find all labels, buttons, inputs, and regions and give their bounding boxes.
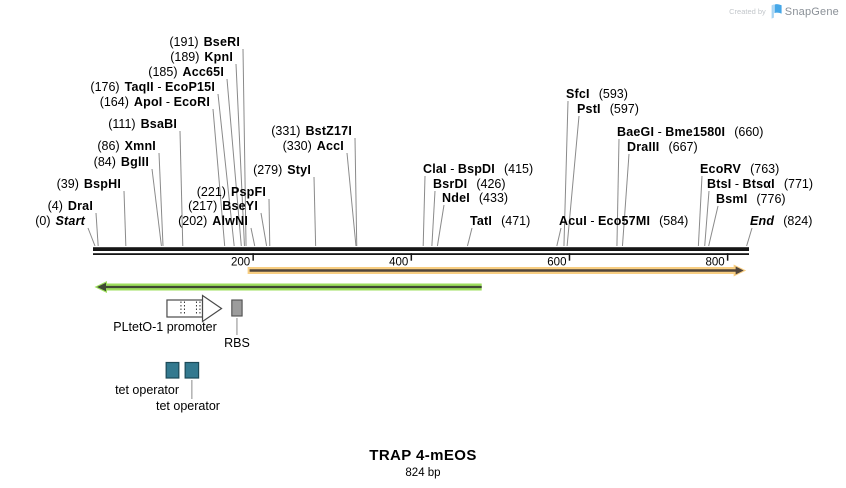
sequence-title: TRAP 4-mEOS (369, 447, 477, 464)
enzyme-site-label-TaqII-EcoP15I[interactable]: (176)TaqII - EcoP15I (90, 80, 215, 94)
site-connector-line (616, 138, 620, 247)
site-connector-line (708, 205, 719, 247)
ruler-tick-label: 400 (389, 257, 408, 269)
enzyme-site-label-BsrDI[interactable]: BsrDI(426) (433, 177, 506, 191)
feature-arrow-green-head (97, 282, 106, 292)
ruler-tick (410, 253, 413, 261)
enzyme-site-label-ClaI-BspDI[interactable]: ClaI - BspDI(415) (423, 162, 534, 176)
tet-operator-2-glyph[interactable] (184, 361, 200, 379)
site-connector-line (87, 227, 96, 247)
site-connector-line (566, 115, 580, 247)
snapgene-credit: Created by SnapGene (729, 4, 839, 19)
ruler-tick (726, 253, 729, 261)
site-connector-line (226, 78, 242, 247)
site-connector-line (704, 190, 710, 247)
site-connector-line (250, 227, 256, 247)
ruler-tick (568, 253, 571, 261)
site-connector-line (563, 100, 569, 247)
enzyme-site-label-DraIII[interactable]: DraIII(667) (627, 140, 698, 154)
site-connector-line (151, 168, 162, 247)
enzyme-site-label-KpnI[interactable]: (189)KpnI (170, 50, 233, 64)
enzyme-site-label-BsmI[interactable]: BsmI(776) (716, 192, 786, 206)
site-connector-line (179, 130, 184, 247)
site-connector-line (313, 176, 317, 247)
enzyme-site-label-Start[interactable]: (0)Start (35, 214, 85, 228)
enzyme-site-label-AccI[interactable]: (330)AccI (282, 139, 344, 153)
enzyme-site-label-BspHI[interactable]: (39)BspHI (56, 177, 121, 191)
site-connector-line (556, 227, 562, 247)
site-connector-line (212, 108, 226, 247)
enzyme-site-label-StyI[interactable]: (279)StyI (253, 163, 311, 177)
snapgene-brand-text: SnapGene (784, 5, 839, 18)
promoter-glyph-head[interactable] (201, 294, 223, 323)
tet-operator-1-label[interactable]: tet operator (115, 383, 179, 397)
rbs-glyph[interactable] (231, 299, 243, 317)
title-block: TRAP 4-mEOS 824 bp (0, 447, 846, 479)
enzyme-site-label-Acc65I[interactable]: (185)Acc65I (148, 65, 224, 79)
enzyme-site-label-BseRI[interactable]: (191)BseRI (169, 35, 240, 49)
snapgene-logo-icon (771, 4, 782, 19)
enzyme-site-label-AlwNI[interactable]: (202)AlwNI (178, 214, 248, 228)
enzyme-site-label-BglII[interactable]: (84)BglII (93, 155, 149, 169)
site-connector-line (697, 175, 703, 247)
rbs-label[interactable]: RBS (224, 336, 250, 350)
ruler-tick-label: 800 (705, 257, 724, 269)
map-ruler-main (93, 247, 749, 251)
enzyme-site-label-PstI[interactable]: PstI(597) (577, 102, 639, 116)
enzyme-site-label-AcuI-Eco57MI[interactable]: AcuI - Eco57MI(584) (559, 214, 689, 228)
enzyme-site-label-EcoRV[interactable]: EcoRV(763) (700, 162, 780, 176)
created-by-text: Created by (729, 7, 766, 16)
tet-operator-1-glyph[interactable] (165, 361, 180, 379)
enzyme-site-label-TatI[interactable]: TatI(471) (470, 214, 531, 228)
site-connector-line (123, 190, 127, 247)
enzyme-site-label-NdeI[interactable]: NdeI(433) (442, 191, 509, 205)
site-connector-line (354, 137, 358, 247)
site-connector-line (158, 152, 164, 247)
site-connector-line (235, 63, 245, 247)
site-connector-line (95, 212, 99, 247)
tet-operator-2-label[interactable]: tet operator (156, 399, 220, 413)
enzyme-site-label-BsaBI[interactable]: (111)BsaBI (108, 117, 177, 131)
sequence-length: 824 bp (405, 467, 441, 479)
enzyme-site-label-BtsI-BtsαI[interactable]: BtsI - BtsαI(771) (707, 177, 814, 191)
site-connector-line (621, 153, 630, 247)
site-connector-line (746, 227, 753, 247)
enzyme-site-label-PspFI[interactable]: (221)PspFI (196, 185, 266, 199)
feature-arrow-orange-head (735, 266, 744, 275)
promoter-label[interactable]: PLtetO-1 promoter (113, 320, 217, 334)
enzyme-site-label-XmnI[interactable]: (86)XmnI (97, 139, 156, 153)
site-connector-line (436, 204, 445, 247)
ruler-tick (252, 253, 254, 261)
site-connector-line (346, 152, 357, 247)
site-connector-line (242, 48, 247, 247)
site-connector-line (431, 190, 436, 247)
ruler-tick-label: 200 (231, 257, 250, 269)
enzyme-site-label-BstZ17I[interactable]: (331)BstZ17I (271, 124, 352, 138)
site-connector-line (268, 198, 271, 247)
map-ruler-secondary (93, 253, 749, 255)
enzyme-site-label-ApoI-EcoRI[interactable]: (164)ApoI - EcoRI (99, 95, 210, 109)
enzyme-site-label-DraI[interactable]: (4)DraI (47, 199, 93, 213)
enzyme-site-label-BseYI[interactable]: (217)BseYI (188, 199, 258, 213)
enzyme-site-label-End[interactable]: End(824) (750, 214, 813, 228)
site-connector-line (466, 227, 473, 247)
site-connector-line (217, 93, 235, 247)
site-connector-line (260, 212, 268, 247)
enzyme-site-label-SfcI[interactable]: SfcI(593) (566, 87, 628, 101)
site-connector-line (422, 175, 426, 247)
ruler-tick-label: 600 (547, 257, 566, 269)
enzyme-site-label-BaeGI-Bme1580I[interactable]: BaeGI - Bme1580I(660) (617, 125, 764, 139)
